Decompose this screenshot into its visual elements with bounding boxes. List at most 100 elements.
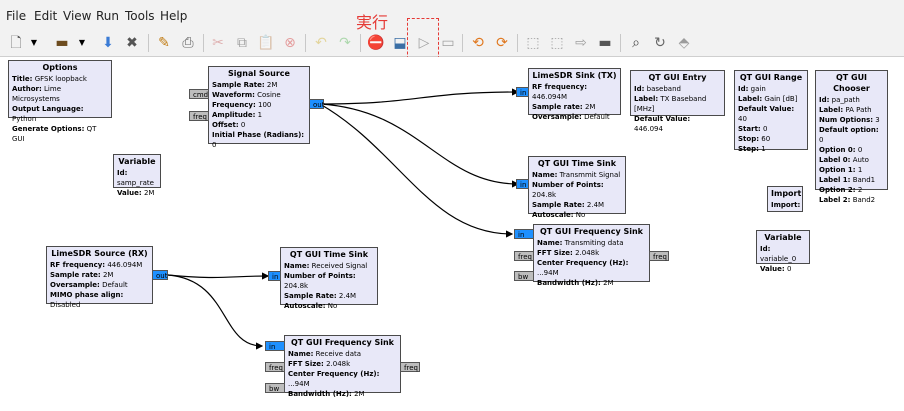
param-value: 0	[819, 136, 824, 144]
block-qt-gui-range[interactable]: QT GUI Range Id: gain Label: Gain [dB] D…	[734, 70, 808, 153]
disable-icon[interactable]: ⬚	[550, 35, 564, 51]
param-value: 0	[857, 146, 863, 154]
menu-edit[interactable]: Edit	[34, 9, 58, 23]
block-qt-gui-time-sink-rx[interactable]: QT GUI Time Sink Name: Received Signal N…	[280, 247, 378, 310]
param-value: samp_rate	[117, 179, 154, 187]
param-value: 60	[761, 135, 771, 143]
param-key: Sample rate:	[50, 271, 101, 279]
menu-view[interactable]: View	[63, 9, 92, 23]
block-title: LimeSDR Sink (TX)	[532, 71, 617, 80]
bypass-icon[interactable]: ⇨	[575, 35, 587, 51]
port-cmd[interactable]: cmd	[189, 89, 209, 99]
close-icon[interactable]: ✖	[126, 35, 138, 51]
param-value: Default	[584, 113, 610, 121]
delete-icon[interactable]: ⊗	[284, 35, 296, 51]
stop-icon[interactable]: ⛔	[367, 35, 385, 51]
param-value: 2M	[354, 390, 365, 398]
kill-icon[interactable]: ▭	[441, 35, 455, 51]
param-value: 2	[857, 186, 863, 194]
paste-icon[interactable]: 📋	[257, 35, 275, 51]
cut-icon[interactable]: ✂	[212, 35, 224, 51]
menu-run[interactable]: Run	[96, 9, 120, 23]
new-dropdown-icon[interactable]: ▼	[30, 38, 38, 47]
block-variable-samp-rate[interactable]: Variable Id: samp_rate Value: 2M	[113, 154, 161, 197]
block-qt-gui-entry[interactable]: QT GUI Entry Id: baseband Label: TX Base…	[630, 70, 725, 133]
open-icon[interactable]: ▬	[55, 35, 69, 51]
block-signal-source[interactable]: Signal Source Sample Rate: 2M Waveform: …	[208, 66, 310, 149]
param-value: 100	[258, 101, 272, 109]
undo-icon[interactable]: ↶	[315, 35, 327, 51]
wire-signal-to-limesdr-sink	[319, 88, 520, 105]
new-icon[interactable]: 🗋	[10, 35, 22, 51]
param-key: Value:	[117, 189, 142, 197]
param-value: Received Signal	[311, 262, 368, 270]
block-limesdr-source[interactable]: LimeSDR Source (RX) RF frequency: 446.09…	[46, 246, 153, 309]
param-key: Output Language:	[12, 105, 84, 113]
port-out[interactable]: out	[152, 270, 168, 280]
param-key: Bandwidth (Hz):	[537, 279, 601, 287]
param-value: 1	[257, 111, 263, 119]
block-qt-gui-frequency-sink-rx[interactable]: QT GUI Frequency Sink Name: Receive data…	[284, 335, 401, 398]
rotate-ccw-icon[interactable]: ⟲	[472, 35, 484, 51]
port-in[interactable]: in	[516, 179, 529, 189]
open-dropdown-icon[interactable]: ▼	[78, 38, 86, 47]
param-key: Generate Options:	[12, 125, 85, 133]
block-options[interactable]: Options Title: GFSK loopback Author: Lim…	[8, 60, 112, 143]
port-freq-in[interactable]: freq	[265, 362, 285, 372]
generate-icon[interactable]: ⬓	[393, 35, 407, 51]
param-key: Label 2:	[819, 196, 851, 204]
port-in[interactable]: in	[516, 87, 529, 97]
param-key: Id:	[634, 85, 645, 93]
param-value: 2.4M	[586, 201, 605, 209]
param-key: Id:	[760, 245, 771, 253]
port-in[interactable]: in	[514, 229, 534, 239]
param-key: Start:	[738, 125, 761, 133]
param-value: Lime Microsystems	[12, 85, 62, 103]
menu-tools[interactable]: Tools	[125, 9, 155, 23]
port-bw-in[interactable]: bw	[265, 383, 285, 393]
param-value: QT GUI	[12, 125, 97, 143]
param-key: Num Options:	[819, 116, 874, 124]
find-icon[interactable]: ⌕	[632, 35, 640, 51]
param-value: 40	[738, 115, 747, 123]
param-key: Label:	[738, 95, 763, 103]
save-icon[interactable]: ⬇	[102, 35, 114, 51]
param-value: baseband	[646, 85, 681, 93]
param-key: Label 1:	[819, 176, 851, 184]
block-qt-gui-chooser[interactable]: QT GUI Chooser Id: pa_path Label: PA Pat…	[815, 70, 888, 204]
screenshot-icon[interactable]: ▬	[598, 35, 612, 51]
port-freq-out[interactable]: freq	[649, 251, 669, 261]
param-key: FFT Size:	[288, 360, 324, 368]
param-value: Default	[102, 281, 128, 289]
execute-icon[interactable]: ▷	[418, 35, 430, 51]
param-key: Label 0:	[819, 156, 851, 164]
enable-icon[interactable]: ⬚	[526, 35, 540, 51]
port-freq-in[interactable]: freq	[514, 251, 534, 261]
reload-icon[interactable]: ↻	[654, 35, 666, 51]
port-freq-out[interactable]: freq	[400, 362, 420, 372]
block-qt-gui-frequency-sink-tx[interactable]: QT GUI Frequency Sink Name: Transmiting …	[533, 224, 650, 287]
block-title: Options	[42, 63, 78, 72]
port-out[interactable]: out	[309, 99, 324, 109]
param-key: Autoscale:	[532, 211, 574, 219]
copy-icon[interactable]: ⧉	[237, 35, 247, 51]
port-in[interactable]: in	[268, 271, 281, 281]
menu-file[interactable]: File	[6, 9, 27, 23]
port-bw-in[interactable]: bw	[514, 271, 534, 281]
block-qt-gui-time-sink-tx[interactable]: QT GUI Time Sink Name: Transmmit Signal …	[528, 156, 626, 219]
param-key: Sample rate:	[532, 103, 583, 111]
block-variable-0[interactable]: Variable Id: variable_0 Value: 0	[756, 230, 810, 273]
redo-icon[interactable]: ↷	[339, 35, 351, 51]
menu-help[interactable]: Help	[160, 9, 188, 23]
hier-icon[interactable]: ⬘	[678, 35, 690, 51]
block-limesdr-sink[interactable]: LimeSDR Sink (TX) RF frequency: 446.094M…	[528, 68, 621, 121]
rotate-cw-icon[interactable]: ⟳	[496, 35, 508, 51]
print-icon[interactable]: ⎙	[182, 35, 194, 51]
port-freq[interactable]: freq	[189, 111, 209, 121]
block-import[interactable]: Import Import:	[767, 186, 803, 212]
edit-icon[interactable]: ✎	[158, 35, 170, 51]
menubar: File Edit View Run Tools Help	[0, 0, 904, 30]
port-in[interactable]: in	[265, 341, 285, 351]
param-key: Label:	[819, 106, 844, 114]
